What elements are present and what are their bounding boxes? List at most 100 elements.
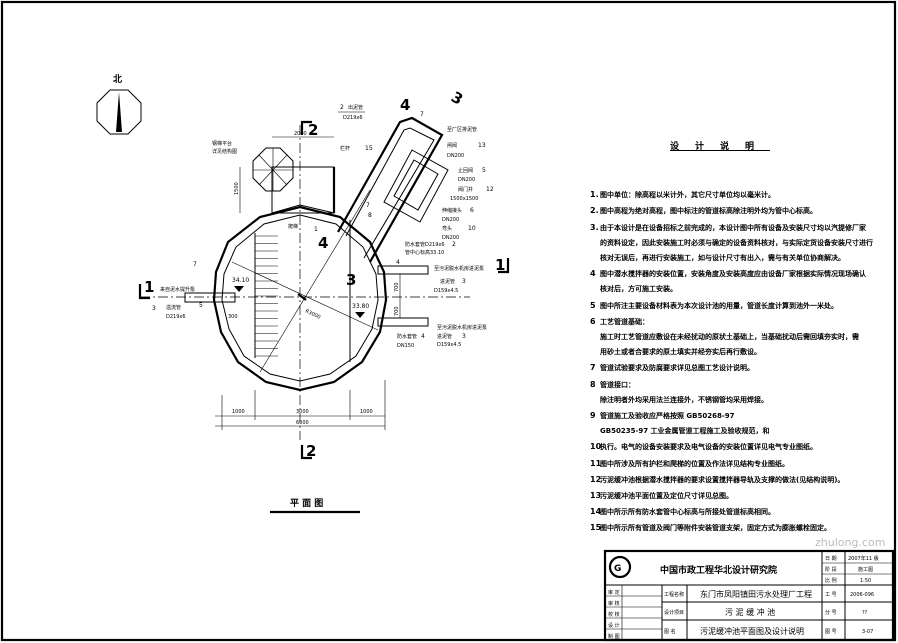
note-text: 图中所示所有防水套管中心标高与所接处管道标高相同。	[600, 508, 775, 517]
svg-text:DN200: DN200	[442, 235, 459, 241]
note-line: 核对无误后，再进行安装施工，如与设计尺寸有出入，需与有关单位协商解决。	[600, 254, 845, 263]
section-3-line	[259, 189, 371, 373]
dimension-platform-width: 2000	[294, 131, 307, 137]
note-line: 施工时工艺管道应敷设在未经扰动的原状土基础上，当基础扰动后需回填夯实时，需	[600, 333, 859, 342]
svg-text:3: 3	[152, 305, 156, 312]
radius-dimension: R3000	[304, 308, 321, 320]
svg-text:DN200: DN200	[447, 153, 464, 159]
svg-text:10: 10	[468, 225, 476, 232]
svg-text:制 图: 制 图	[608, 633, 620, 640]
svg-text:DN200: DN200	[442, 217, 459, 223]
note-number: 10	[590, 442, 602, 452]
svg-text:审 定: 审 定	[608, 589, 620, 596]
svg-text:5: 5	[199, 302, 203, 309]
svg-text:污泥缓冲池平面图及设计说明: 污泥缓冲池平面图及设计说明	[700, 626, 804, 636]
svg-text:污 泥 缓 冲 池: 污 泥 缓 冲 池	[725, 607, 775, 617]
svg-text:7: 7	[420, 111, 424, 118]
note-number: 3.	[590, 222, 599, 232]
svg-text:至污泥脱水机房进泥泵: 至污泥脱水机房进泥泵	[437, 324, 487, 331]
plan-title: 平 面 图	[290, 498, 323, 509]
svg-text:5: 5	[482, 167, 486, 174]
svg-text:至污泥脱水机房进泥泵: 至污泥脱水机房进泥泵	[434, 265, 484, 272]
svg-text:施工图: 施工图	[858, 566, 873, 573]
note-number: 12	[590, 474, 602, 484]
svg-text:2007年11 版: 2007年11 版	[848, 555, 879, 562]
svg-text:日 期: 日 期	[825, 556, 837, 562]
notes-list: 1.图中单位：除高程以米计外，其它尺寸单位均以毫米计。 2.图中高程为绝对高程，图…	[590, 187, 890, 536]
svg-text:东门市凤阳镇田污水处理厂工程: 东门市凤阳镇田污水处理厂工程	[700, 589, 812, 599]
note-text: 工艺管道基础：	[600, 317, 649, 326]
note-number: 8	[590, 379, 596, 389]
note-line: 核对后，方可施工安装。	[600, 285, 677, 294]
svg-text:G: G	[614, 564, 621, 574]
north-arrow-icon: 北	[96, 73, 142, 135]
svg-text:出泥管: 出泥管	[348, 104, 363, 111]
note-number: 14	[590, 507, 602, 517]
elevation-right: 33.80	[352, 303, 369, 310]
note-text: 污泥缓冲池平面位置及定位尺寸详见总图。	[600, 492, 733, 501]
note-number: 5	[590, 300, 596, 310]
svg-text:300: 300	[228, 314, 238, 320]
dimension-pipe-spacing-b: 700	[394, 306, 400, 316]
left-overflow-pipe	[184, 292, 236, 303]
svg-text:4: 4	[396, 259, 400, 266]
svg-text:3: 3	[462, 333, 466, 340]
svg-text:1500x1500: 1500x1500	[450, 196, 478, 202]
note-text: 管道试验要求及防腐要求详见总图工艺设计说明。	[600, 364, 754, 373]
note-number: 9	[590, 411, 596, 421]
svg-text:4: 4	[421, 333, 425, 340]
svg-text:1:50: 1:50	[860, 578, 871, 584]
svg-text:比 例: 比 例	[825, 577, 837, 584]
dimension-pipe-spacing-a: 700	[394, 282, 400, 292]
svg-text:止回阀: 止回阀	[458, 167, 473, 174]
svg-text:DN150: DN150	[397, 343, 414, 349]
stair-platform	[252, 147, 336, 214]
svg-text:D219x6: D219x6	[343, 115, 363, 121]
svg-text:设计项目: 设计项目	[664, 609, 684, 616]
north-label: 北	[113, 73, 122, 85]
svg-text:阶 段: 阶 段	[825, 566, 837, 573]
leader-labels: 来自泥水提升泵 7 3 溢流管 D219x6 5 300 2 出泥管 D219x…	[152, 104, 494, 349]
svg-text:校 核: 校 核	[608, 611, 620, 618]
note-number: 15	[590, 523, 602, 533]
svg-text:3: 3	[462, 278, 466, 285]
svg-text:1000: 1000	[360, 409, 373, 415]
title-block: G 中国市政工程华北设计研究院 日 期 2007年11 版 阶 段 施工图 比 …	[603, 549, 895, 642]
svg-text:2006-096: 2006-096	[850, 592, 874, 598]
svg-text:4: 4	[318, 234, 328, 252]
svg-text:7: 7	[193, 261, 197, 268]
note-line: 15图中所示所有管道及阀门等附件安装管道支架，固定方式为膨胀螺栓固定。	[590, 520, 890, 536]
note-line: 12污泥缓冲池根据潜水搅拌器的要求设置搅拌器导轨及支撑的做法(见结构说明)。	[590, 472, 890, 488]
svg-text:2: 2	[340, 104, 344, 111]
svg-text:1: 1	[495, 256, 505, 274]
svg-text:15: 15	[365, 145, 373, 152]
note-line: 10执行。电气的设备安装要求及电气设备的安装位置详见电气专业图纸。	[590, 439, 890, 455]
svg-text:来自泥水提升泵: 来自泥水提升泵	[160, 286, 195, 293]
note-text: 由于本设计是在设备招标之前完成的，本设计图中所有设备及安装尺寸均以汽提修厂家	[600, 223, 866, 232]
design-notes: 设计说明 1.图中单位：除高程以米计外，其它尺寸单位均以毫米计。2.图中高程为绝…	[590, 140, 890, 537]
elevation-left: 34.10	[232, 277, 249, 284]
note-line: 2.图中高程为绝对高程，图中标注的管道标高除注明外均为管中心标高。	[590, 203, 890, 219]
bottom-dimensions: 1000 3000 1000 6000	[215, 380, 386, 430]
svg-text:2: 2	[306, 442, 316, 460]
note-line: 13污泥缓冲池平面位置及定位尺寸详见总图。	[590, 488, 890, 504]
note-line: 用砂土或者合要求的原土填实并经夯实后再行敷设。	[600, 348, 761, 357]
note-line: 11图中所涉及所有护栏和爬梯的位置及作法详见结构专业图纸。	[590, 456, 890, 472]
svg-text:工程名称: 工程名称	[664, 591, 684, 598]
svg-text:DN200: DN200	[458, 177, 475, 183]
svg-text:中国市政工程华北设计研究院: 中国市政工程华北设计研究院	[660, 564, 777, 576]
note-text: 图中单位：除高程以米计外，其它尺寸单位均以毫米计。	[600, 191, 775, 200]
svg-text:工 号: 工 号	[825, 592, 837, 598]
svg-text:进泥管: 进泥管	[437, 333, 452, 340]
note-line: 除注明者外均采用法兰连接外，不锈钢管均采用焊接。	[600, 395, 768, 404]
note-line: 14图中所示所有防水套管中心标高与所接处管道标高相同。	[590, 504, 890, 520]
svg-text:弯头: 弯头	[442, 225, 452, 232]
svg-text:伸缩接头: 伸缩接头	[442, 207, 462, 214]
svg-text:设 计: 设 计	[608, 622, 620, 629]
note-number: 1.	[590, 190, 599, 200]
svg-text:??: ??	[862, 610, 868, 616]
